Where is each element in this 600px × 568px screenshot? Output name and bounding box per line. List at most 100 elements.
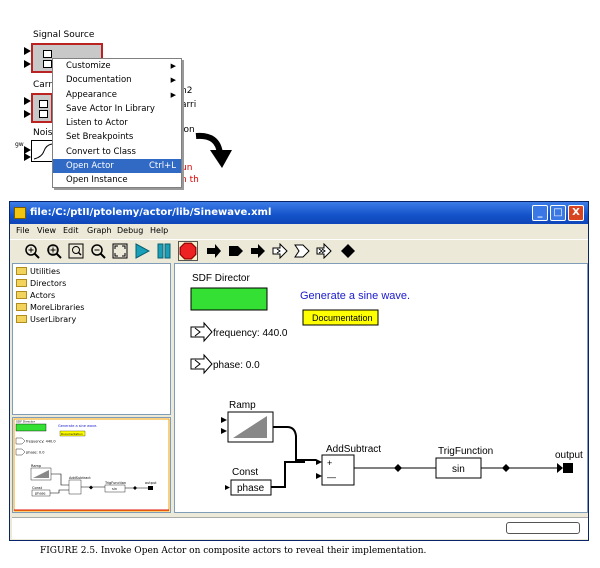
menu-item-listen[interactable]: Listen to Actor bbox=[66, 118, 128, 129]
minus-port-label: — bbox=[327, 472, 336, 482]
multiport-input-icon[interactable] bbox=[272, 243, 288, 259]
overview-const: Const bbox=[32, 486, 43, 490]
menu-bar: File View Edit Graph Debug Help bbox=[10, 224, 588, 238]
ramp-label: Ramp bbox=[229, 400, 256, 411]
right-text-2: arri bbox=[181, 100, 197, 110]
multiport-output-icon[interactable] bbox=[294, 243, 310, 259]
signal-source-label: Signal Source bbox=[33, 30, 95, 40]
curved-arrow-icon bbox=[195, 132, 232, 168]
noise-label: Nois bbox=[33, 128, 53, 138]
overview-frequency: frequency: 440.0 bbox=[26, 440, 56, 444]
close-button[interactable]: X bbox=[568, 205, 584, 221]
full-screen-icon[interactable] bbox=[112, 243, 128, 259]
carrier-actor[interactable] bbox=[31, 93, 53, 123]
layout-arrow-icon[interactable] bbox=[206, 243, 222, 259]
context-menu: Customize▶ Documentation▶ Appearance▶ Sa… bbox=[52, 58, 182, 188]
folder-icon bbox=[16, 291, 27, 299]
overview-description: Generate a sine wave. bbox=[58, 424, 97, 428]
folder-icon bbox=[16, 267, 27, 275]
menu-item-save-actor[interactable]: Save Actor In Library bbox=[66, 103, 155, 114]
right-text-1: n2 bbox=[181, 86, 193, 96]
carrier-label: Carr bbox=[33, 80, 53, 90]
port-output-icon[interactable] bbox=[250, 243, 266, 259]
submenu-arrow-icon: ▶ bbox=[170, 62, 176, 70]
const-actor[interactable]: phase bbox=[225, 479, 272, 496]
menu-edit[interactable]: Edit bbox=[63, 226, 79, 235]
minimize-button[interactable]: _ bbox=[532, 205, 548, 221]
addsubtract-actor[interactable]: + — bbox=[316, 454, 355, 486]
progress-box bbox=[506, 522, 580, 534]
menu-file[interactable]: File bbox=[16, 226, 30, 235]
overview-director-label: SDF Director bbox=[16, 420, 36, 424]
port-input-icon[interactable] bbox=[228, 243, 244, 259]
overview-doc: Documentation bbox=[61, 432, 83, 436]
app-icon bbox=[14, 207, 26, 219]
menu-item-breakpoints[interactable]: Set Breakpoints bbox=[66, 132, 134, 143]
documentation-label: Documentation bbox=[312, 313, 373, 323]
shortcut-label: Ctrl+L bbox=[149, 161, 176, 172]
zoom-fit-icon[interactable] bbox=[68, 243, 84, 259]
menu-item-appearance[interactable]: Appearance▶ bbox=[53, 88, 181, 102]
trigfunction-actor[interactable]: sin bbox=[435, 457, 482, 479]
menu-item-documentation[interactable]: Documentation▶ bbox=[53, 73, 181, 87]
graph-canvas[interactable]: SDF Director Generate a sine wave. Docum… bbox=[174, 263, 588, 513]
wire-const-add[interactable] bbox=[271, 461, 305, 488]
sdf-director[interactable] bbox=[190, 287, 268, 311]
library-panel: Utilities Directors Actors MoreLibraries… bbox=[12, 263, 171, 415]
overview-trigfunction: TrigFunction bbox=[104, 481, 126, 485]
relation-icon[interactable] bbox=[340, 243, 356, 259]
folder-icon bbox=[16, 315, 27, 323]
menu-item-convert-class[interactable]: Convert to Class bbox=[66, 146, 136, 157]
library-item-morelibraries[interactable]: MoreLibraries bbox=[16, 302, 84, 314]
overview-output: output bbox=[145, 481, 157, 485]
ramp-actor[interactable] bbox=[221, 411, 274, 443]
submenu-arrow-icon: ▶ bbox=[170, 76, 176, 85]
ramp-input-port[interactable] bbox=[221, 428, 227, 434]
title-bar[interactable]: file:/C:/ptII/ptolemy/actor/lib/Sinewave… bbox=[10, 202, 588, 224]
library-item-actors[interactable]: Actors bbox=[16, 290, 55, 302]
maximize-button[interactable]: □ bbox=[550, 205, 566, 221]
minus-input-port[interactable] bbox=[316, 473, 322, 479]
library-item-directors[interactable]: Directors bbox=[16, 278, 66, 290]
menu-item-open-instance[interactable]: Open Instance bbox=[66, 175, 128, 186]
const-value: phase bbox=[237, 483, 265, 494]
pause-icon[interactable] bbox=[156, 243, 172, 259]
overview-panel[interactable]: SDF Director Generate a sine wave. Docum… bbox=[12, 417, 171, 513]
zoom-in-icon[interactable] bbox=[24, 243, 40, 259]
frequency-parameter[interactable]: frequency: 440.0 bbox=[190, 321, 288, 343]
noise-actor[interactable] bbox=[31, 140, 53, 162]
zoom-reset-icon[interactable] bbox=[46, 243, 62, 259]
library-item-userlibrary[interactable]: UserLibrary bbox=[16, 314, 76, 326]
relation-diamond[interactable] bbox=[502, 464, 510, 472]
plus-port-label: + bbox=[327, 458, 332, 468]
overview-phase-box: phase bbox=[35, 492, 46, 496]
relation-diamond[interactable] bbox=[394, 464, 402, 472]
output-port[interactable] bbox=[557, 463, 573, 473]
menu-item-customize[interactable]: Customize▶ bbox=[53, 59, 181, 73]
run-icon[interactable] bbox=[134, 243, 150, 259]
menu-debug[interactable]: Debug bbox=[117, 226, 144, 235]
right-text-3: ion bbox=[181, 125, 195, 135]
right-red-1: un bbox=[181, 163, 193, 173]
menu-view[interactable]: View bbox=[37, 226, 56, 235]
vergil-window: file:/C:/ptII/ptolemy/actor/lib/Sinewave… bbox=[9, 201, 589, 541]
multiport-io-icon[interactable] bbox=[316, 243, 332, 259]
sin-label: sin bbox=[452, 464, 465, 475]
stop-button[interactable] bbox=[178, 241, 198, 261]
folder-icon bbox=[16, 303, 27, 311]
documentation-button[interactable] bbox=[302, 309, 379, 326]
ramp-input-port[interactable] bbox=[221, 417, 227, 423]
overview-director bbox=[15, 423, 47, 432]
menu-help[interactable]: Help bbox=[150, 226, 169, 235]
library-item-utilities[interactable]: Utilities bbox=[16, 266, 60, 278]
toolbar bbox=[10, 239, 588, 261]
wire-ramp-add[interactable] bbox=[273, 426, 316, 461]
director-label: SDF Director bbox=[192, 273, 250, 284]
plus-input-port[interactable] bbox=[316, 459, 322, 465]
phase-parameter[interactable]: phase: 0.0 bbox=[190, 353, 260, 375]
zoom-out-icon[interactable] bbox=[90, 243, 106, 259]
menu-graph[interactable]: Graph bbox=[87, 226, 112, 235]
trigfunction-label: TrigFunction bbox=[438, 446, 493, 457]
phase-label: phase: 0.0 bbox=[213, 360, 260, 371]
